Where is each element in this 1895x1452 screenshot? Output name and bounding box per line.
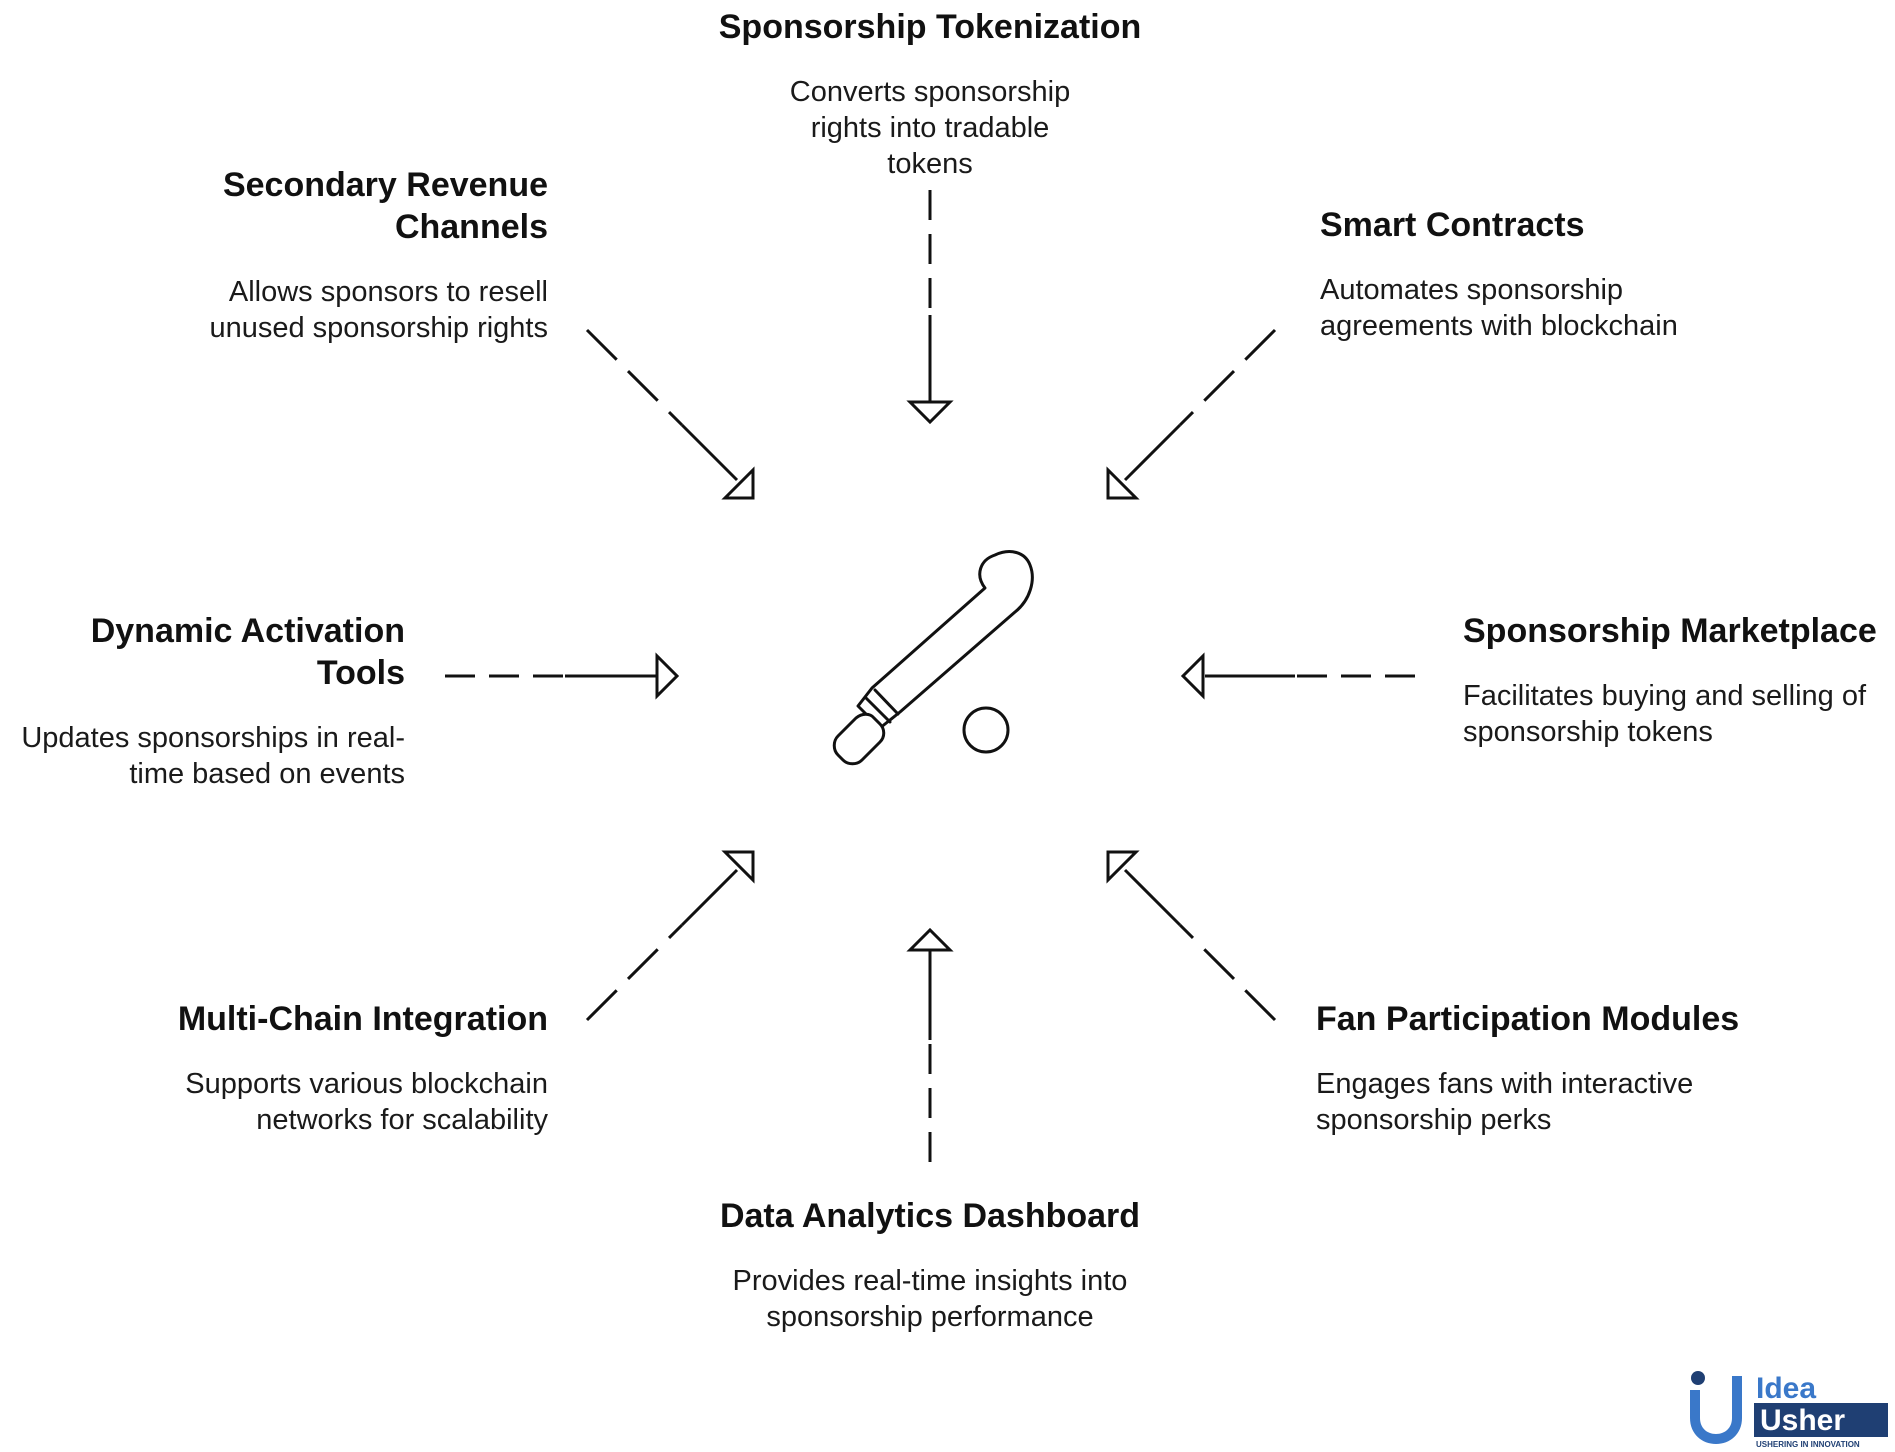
- arrow-sponsorship-marketplace: [1180, 652, 1415, 700]
- node-fan-participation: Fan Participation Modules Engages fans w…: [1316, 998, 1776, 1138]
- node-title: Smart Contracts: [1320, 206, 1585, 244]
- node-title: Data Analytics Dashboard: [719, 1197, 1141, 1235]
- logo-line2: Usher: [1760, 1404, 1845, 1437]
- node-secondary-revenue: Secondary Revenue Channels Allows sponso…: [148, 164, 548, 346]
- node-title: Multi-Chain Integration: [177, 1000, 548, 1038]
- node-data-analytics: Data Analytics Dashboard Provides real-t…: [710, 1195, 1150, 1335]
- node-description: Converts sponsorship rights into tradabl…: [789, 76, 1071, 180]
- node-smart-contracts: Smart Contracts Automates sponsorship ag…: [1320, 204, 1730, 344]
- arrow-smart-contracts: [1106, 328, 1277, 500]
- node-description: Allows sponsors to resell unused sponsor…: [209, 276, 548, 344]
- idea-usher-logo: Idea Usher USHERING IN INNOVATION: [1690, 1371, 1888, 1448]
- node-multi-chain: Multi-Chain Integration Supports various…: [108, 998, 548, 1138]
- baseball-bat-and-ball-icon: [832, 550, 1034, 766]
- node-description: Updates sponsorships in real-time based …: [21, 722, 405, 790]
- node-description: Provides real-time insights into sponsor…: [732, 1265, 1128, 1333]
- arrow-data-analytics: [906, 927, 954, 1162]
- node-description: Facilitates buying and selling of sponso…: [1463, 680, 1867, 748]
- node-title: Sponsorship Tokenization: [718, 8, 1142, 46]
- logo-line1: Idea: [1756, 1372, 1816, 1405]
- arrow-secondary-revenue: [585, 328, 755, 500]
- node-description: Automates sponsorship agreements with bl…: [1320, 274, 1678, 342]
- node-title: Secondary Revenue Channels: [222, 166, 548, 246]
- node-title: Fan Participation Modules: [1316, 1000, 1740, 1038]
- arrow-multi-chain: [585, 850, 755, 1022]
- node-sponsorship-tokenization: Sponsorship Tokenization Converts sponso…: [710, 6, 1150, 182]
- node-dynamic-activation: Dynamic Activation Tools Updates sponsor…: [0, 610, 405, 792]
- node-description: Engages fans with interactive sponsorshi…: [1316, 1068, 1694, 1136]
- arrow-fan-participation: [1106, 850, 1277, 1022]
- node-description: Supports various blockchain networks for…: [185, 1068, 548, 1136]
- arrow-sponsorship-tokenization: [906, 190, 954, 425]
- logo-tagline: USHERING IN INNOVATION: [1756, 1440, 1860, 1448]
- node-sponsorship-marketplace: Sponsorship Marketplace Facilitates buyi…: [1463, 610, 1893, 750]
- arrow-dynamic-activation: [445, 652, 680, 700]
- node-title: Sponsorship Marketplace: [1463, 612, 1877, 650]
- node-title: Dynamic Activation Tools: [90, 612, 405, 692]
